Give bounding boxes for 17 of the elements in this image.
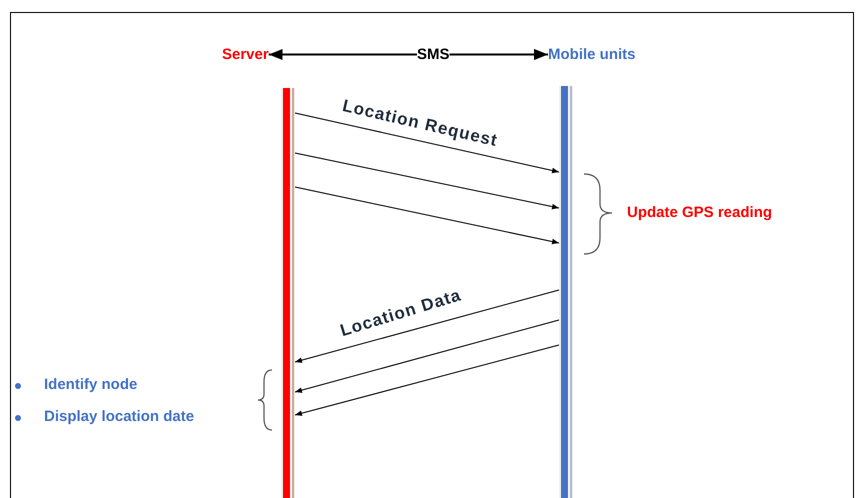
arrow	[294, 112, 560, 174]
arrow	[450, 48, 548, 60]
arrow	[294, 186, 560, 244]
lifeline-title: Mobile units	[548, 46, 636, 63]
server-lifeline	[281, 88, 295, 498]
edge-label: Location Request	[340, 96, 500, 152]
lifeline-title: Server	[222, 46, 269, 63]
arrow	[294, 320, 560, 393]
arrow	[294, 344, 560, 416]
message-type-label: SMS	[417, 46, 450, 63]
arrow	[268, 48, 417, 60]
mobile-lifeline	[559, 86, 573, 498]
arrow	[294, 290, 560, 363]
arrow	[294, 152, 560, 210]
annotation-text: Update GPS reading	[627, 204, 772, 221]
bullet-text: Identify node	[44, 376, 138, 393]
bullet-text: Display location date	[44, 408, 194, 425]
